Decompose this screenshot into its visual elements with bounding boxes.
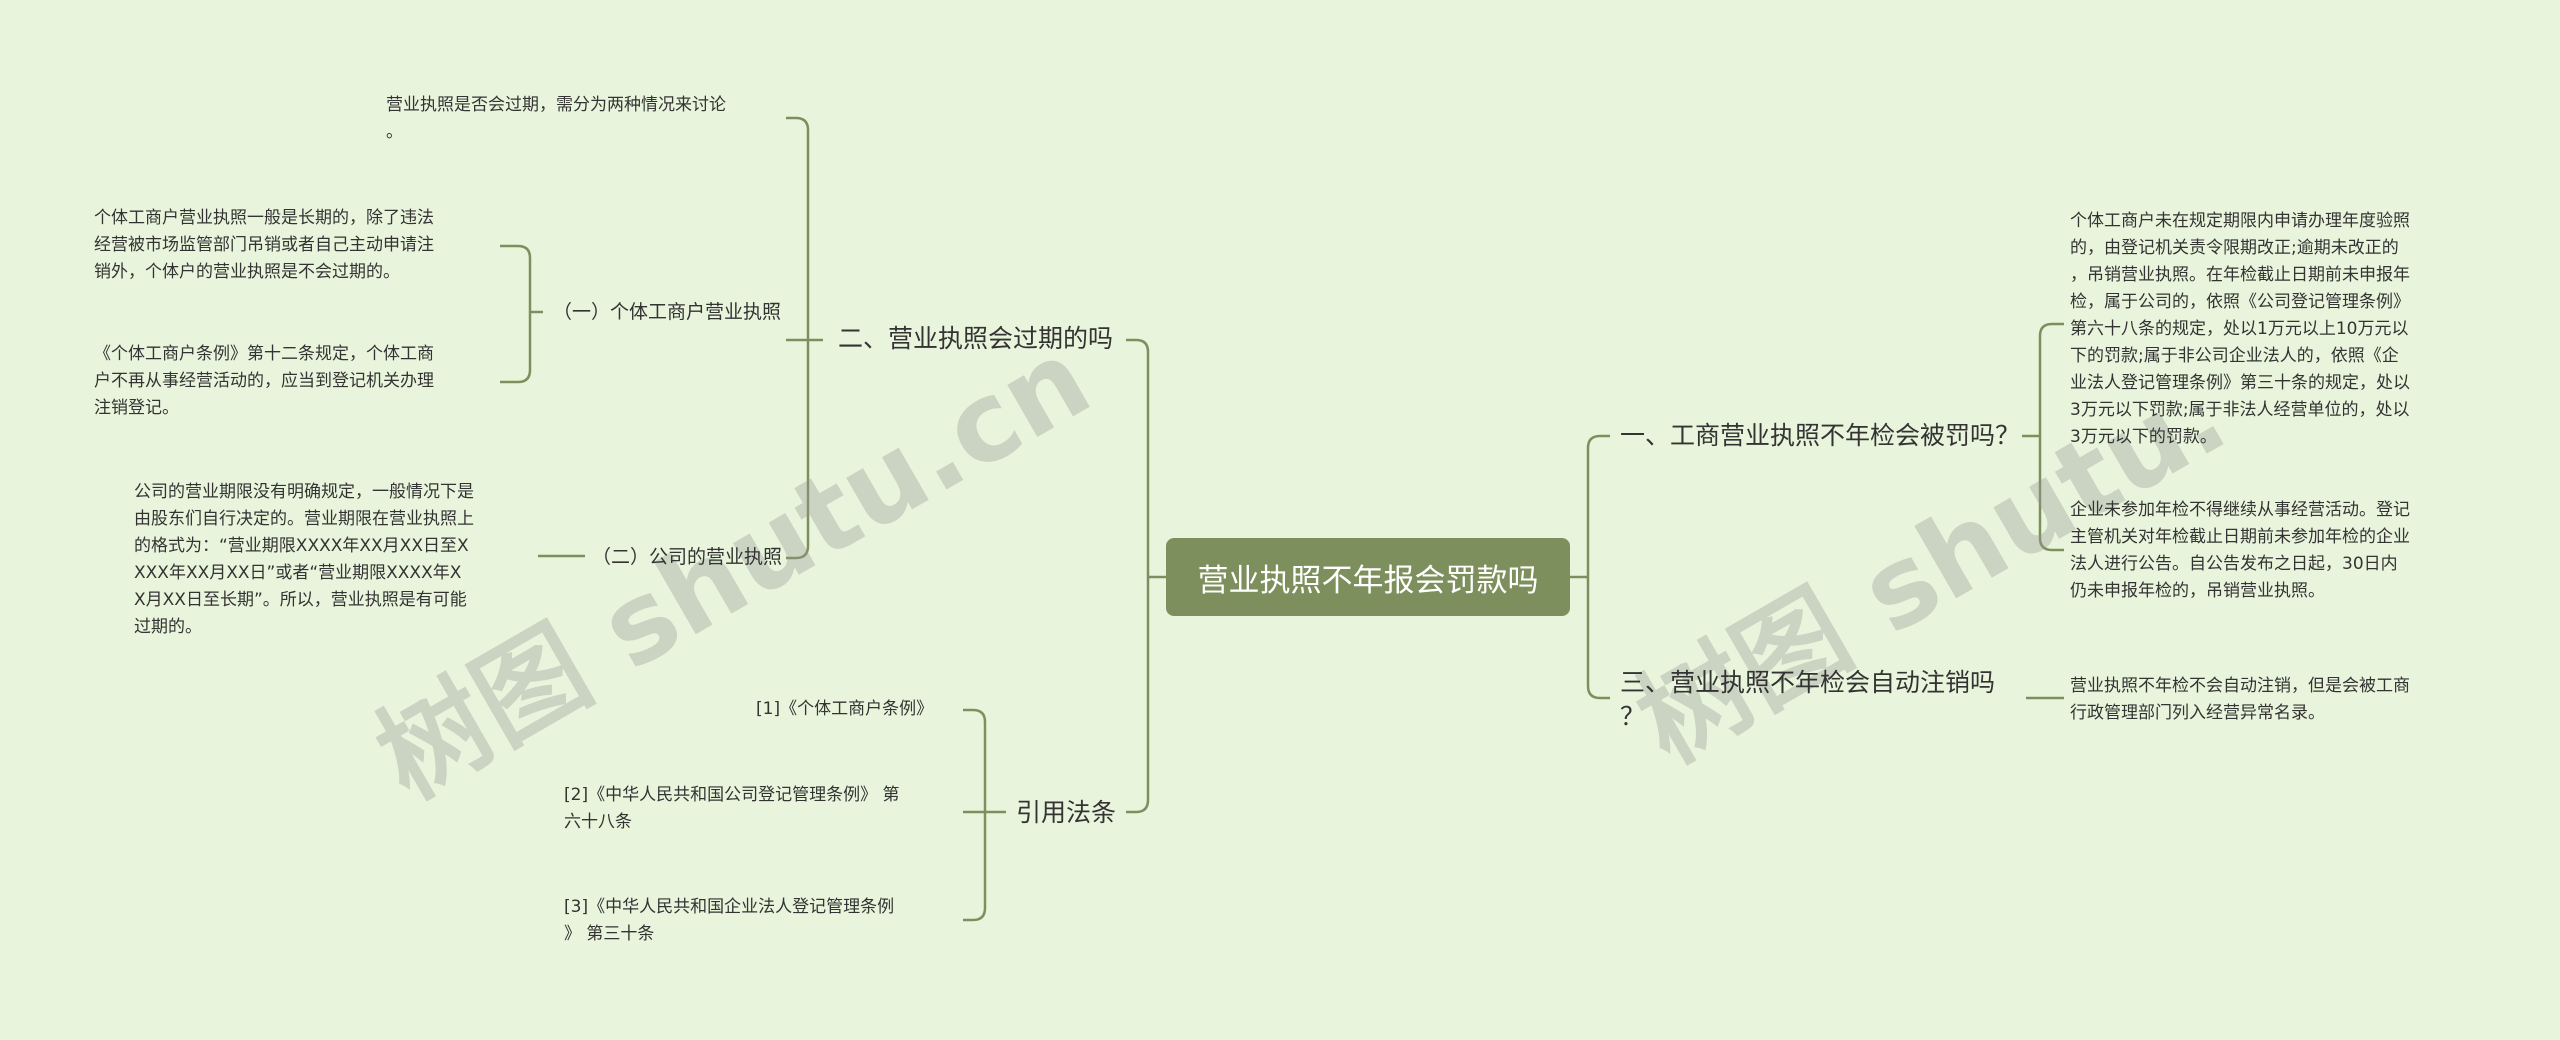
connector-q1 (1586, 434, 1610, 577)
topic-q2-expire[interactable]: 二、营业执照会过期的吗 (838, 324, 1114, 353)
connector-company (786, 340, 810, 560)
topic-q3-auto-cancel[interactable]: 三、营业执照不年检会自动注销吗 ？ (1620, 668, 1996, 731)
ref-item-1: [1]《个体工商户条例》 (756, 699, 934, 719)
connector-ref1 (963, 708, 987, 812)
connector-q2 (1126, 338, 1150, 577)
connector-ind-leaf2 (500, 312, 532, 384)
individual-leaf-1: 个体工商户营业执照一般是长期的，除了违法 经营被市场监管部门吊销或者自己主动申请… (94, 208, 434, 282)
connector-q3 (1586, 577, 1610, 700)
q3-leaf: 营业执照不年检不会自动注销，但是会被工商 行政管理部门列入经营异常名录。 (2070, 676, 2410, 723)
topic-cited-laws[interactable]: 引用法条 (1016, 798, 1117, 827)
connector-q1-leaf2 (2038, 436, 2064, 552)
connector-refs (1126, 577, 1150, 814)
root-node[interactable]: 营业执照不年报会罚款吗 (1166, 538, 1570, 616)
subtopic-individual-license[interactable]: （一）个体工商户营业执照 (553, 301, 782, 323)
ref-item-3: [3]《中华人民共和国企业法人登记管理条例 》 第三十条 (564, 897, 895, 944)
q1-leaf-2: 企业未参加年检不得继续从事经营活动。登记 主管机关对年检截止日期前未参加年检的企… (2070, 500, 2410, 601)
ref-item-2: [2]《中华人民共和国公司登记管理条例》 第 六十八条 (564, 785, 900, 832)
connector-intro (786, 116, 810, 340)
connector-q1-leaf1 (2038, 322, 2064, 436)
connector-ref3 (963, 812, 987, 922)
topic-q1-penalty[interactable]: 一、工商营业执照不年检会被罚吗？ (1620, 421, 2021, 450)
subtopic-company-license[interactable]: （二）公司的营业执照 (592, 546, 783, 568)
company-leaf: 公司的营业期限没有明确规定，一般情况下是 由股东们自行决定的。营业期限在营业执照… (134, 482, 474, 637)
root-label: 营业执照不年报会罚款吗 (1197, 562, 1539, 599)
individual-leaf-2: 《个体工商户条例》第十二条规定，个体工商 户不再从事经营活动的，应当到登记机关办… (94, 344, 434, 418)
q2-intro-text: 营业执照是否会过期，需分为两种情况来讨论 。 (386, 95, 726, 142)
connector-ind-leaf1 (500, 244, 532, 312)
q1-leaf-1: 个体工商户未在规定期限内申请办理年度验照 的，由登记机关责令限期改正;逾期未改正… (2070, 211, 2410, 447)
